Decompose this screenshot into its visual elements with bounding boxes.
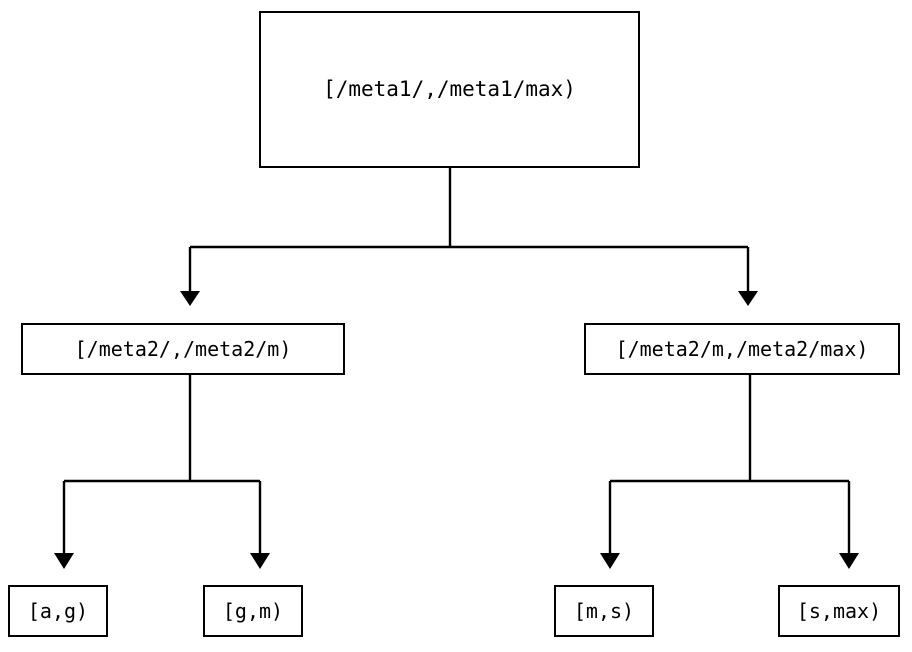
arrowhead-root-to-mid-right <box>738 291 758 306</box>
node-root-label: [/meta1/,/meta1/max) <box>323 77 576 101</box>
node-leaf-gm[interactable]: [g,m) <box>203 585 303 637</box>
node-leaf-ms[interactable]: [m,s) <box>554 585 654 637</box>
node-root[interactable]: [/meta1/,/meta1/max) <box>259 11 640 168</box>
node-leaf-smax-label: [s,max) <box>796 599 882 623</box>
arrowhead-mid-right-to-leaf-ms <box>600 553 620 569</box>
node-mid-right[interactable]: [/meta2/m,/meta2/max) <box>584 323 900 375</box>
arrowhead-root-to-mid-left <box>180 291 200 306</box>
node-mid-left-label: [/meta2/,/meta2/m) <box>74 337 292 361</box>
node-mid-right-label: [/meta2/m,/meta2/max) <box>615 337 869 361</box>
arrowhead-mid-left-to-leaf-gm <box>250 553 270 569</box>
node-leaf-ag[interactable]: [a,g) <box>8 585 108 637</box>
arrowhead-mid-right-to-leaf-smax <box>839 553 859 569</box>
node-leaf-smax[interactable]: [s,max) <box>778 585 900 637</box>
node-leaf-ms-label: [m,s) <box>573 599 635 623</box>
arrowhead-mid-left-to-leaf-ag <box>54 553 74 569</box>
node-leaf-gm-label: [g,m) <box>222 599 284 623</box>
node-leaf-ag-label: [a,g) <box>27 599 89 623</box>
node-mid-left[interactable]: [/meta2/,/meta2/m) <box>21 323 345 375</box>
